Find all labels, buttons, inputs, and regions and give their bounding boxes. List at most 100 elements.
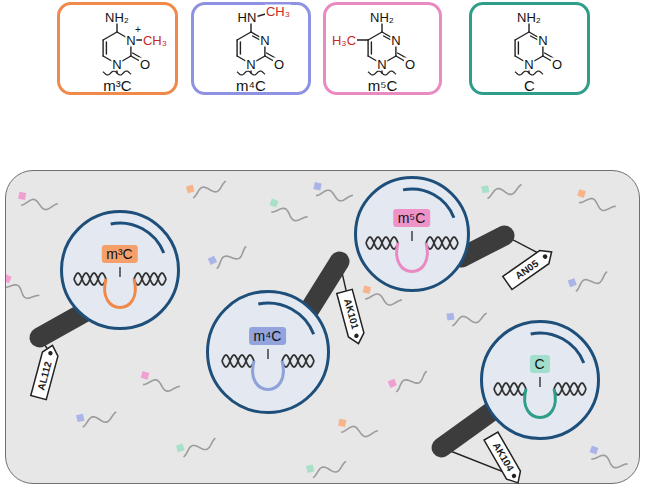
modification-tile: C <box>529 355 549 373</box>
atom-label: N <box>523 58 534 71</box>
dna-strand <box>222 355 254 367</box>
modification-mark <box>141 371 150 380</box>
rna-line <box>81 412 118 427</box>
modification-name: m³C <box>103 78 131 93</box>
methyl-group: CH₃ <box>265 5 291 18</box>
modification-tile: m⁵C <box>393 209 431 227</box>
tag-shape <box>31 343 60 399</box>
modification-mark <box>577 189 586 198</box>
rna-strand <box>568 267 610 293</box>
bond-line <box>368 32 382 40</box>
modification-stem <box>539 377 540 387</box>
rna-line <box>311 461 348 477</box>
rna-strand <box>186 176 228 199</box>
dna-strand <box>494 383 526 395</box>
modification-mark <box>363 285 371 293</box>
rna-strand <box>587 446 629 472</box>
rna-line <box>451 313 488 326</box>
target-loop <box>104 279 135 308</box>
rna-line <box>591 452 628 472</box>
lens-handle <box>310 262 340 310</box>
dna-strand <box>554 383 586 395</box>
atom-label: N <box>259 34 270 47</box>
tag-hole <box>354 333 359 338</box>
ribose-attachment <box>237 71 265 75</box>
rna-strand <box>312 182 354 203</box>
probe-tag <box>31 343 60 399</box>
dna-strand <box>222 355 254 367</box>
dna-strand <box>134 273 166 285</box>
atom-label: NH₂ <box>516 11 542 24</box>
bond-line <box>237 32 251 40</box>
ribose-attachment <box>368 71 396 75</box>
dna-strand <box>366 237 398 249</box>
bond-line <box>518 42 519 54</box>
bond-line <box>103 32 117 40</box>
modification-mark <box>18 192 26 200</box>
dna-strand <box>366 237 398 249</box>
charge-sign: + <box>134 25 142 35</box>
rna-strand <box>481 180 523 200</box>
rna-strand <box>388 366 430 393</box>
dna-strand <box>494 383 526 395</box>
rna-line <box>573 272 610 292</box>
rna-strand <box>76 407 118 428</box>
probe-lens: m⁴C <box>206 290 330 414</box>
ribose-attachment <box>103 71 131 75</box>
rna-line <box>341 424 378 438</box>
modification-tile: m⁴C <box>249 327 287 345</box>
bond-line <box>367 40 368 56</box>
rna-line <box>21 197 58 211</box>
atom-label: O <box>273 58 285 71</box>
ribose-attachment <box>515 71 543 75</box>
rna-line <box>214 246 250 268</box>
dna-strand <box>282 355 314 367</box>
bond-line <box>515 32 529 40</box>
lens-handle <box>442 412 492 448</box>
modification-mark <box>176 444 185 453</box>
atom-label: N <box>111 58 122 71</box>
tag-hole <box>511 473 517 479</box>
modification-mark <box>270 199 279 208</box>
target-loop <box>396 243 427 272</box>
rna-line <box>271 205 308 225</box>
cell-panel: m³Cm⁵Cm⁴CC <box>5 170 640 484</box>
rna-strand <box>575 189 617 214</box>
modification-mark <box>186 185 195 194</box>
rna-line <box>365 291 402 307</box>
atom-label: N <box>125 34 136 47</box>
atom-label: N <box>537 34 548 47</box>
modification-name: m⁴C <box>236 78 266 93</box>
atom-label: N <box>376 58 387 71</box>
atom-label: O <box>404 58 416 71</box>
rna-strand <box>139 371 181 394</box>
probe-lens: C <box>480 320 600 440</box>
lens-art <box>357 179 467 289</box>
modification-stem <box>411 231 412 241</box>
atom-label: N <box>245 58 256 71</box>
probe-tag <box>503 245 556 289</box>
tag-shape <box>484 432 525 485</box>
rna-strand <box>17 192 59 212</box>
dna-strand <box>74 273 106 285</box>
rna-strand <box>176 433 218 458</box>
rna-strand <box>267 199 309 225</box>
atom-label: N <box>390 34 401 47</box>
modification-mark <box>6 274 12 283</box>
rna-line <box>181 438 218 457</box>
tag-shape <box>337 289 366 345</box>
rna-line <box>143 377 180 394</box>
probe-lens: m⁵C <box>354 176 470 292</box>
probe-tag <box>337 289 366 345</box>
tag-hole <box>48 350 53 355</box>
modification-mark <box>76 414 84 422</box>
modification-mark <box>568 278 577 287</box>
modification-name: m⁵C <box>368 78 398 93</box>
rna-line <box>579 195 616 214</box>
lens-art <box>63 213 177 327</box>
bond-line <box>106 42 107 54</box>
atom-label: HN <box>237 11 258 24</box>
rna-line <box>393 371 429 392</box>
modification-name: C <box>524 78 535 93</box>
